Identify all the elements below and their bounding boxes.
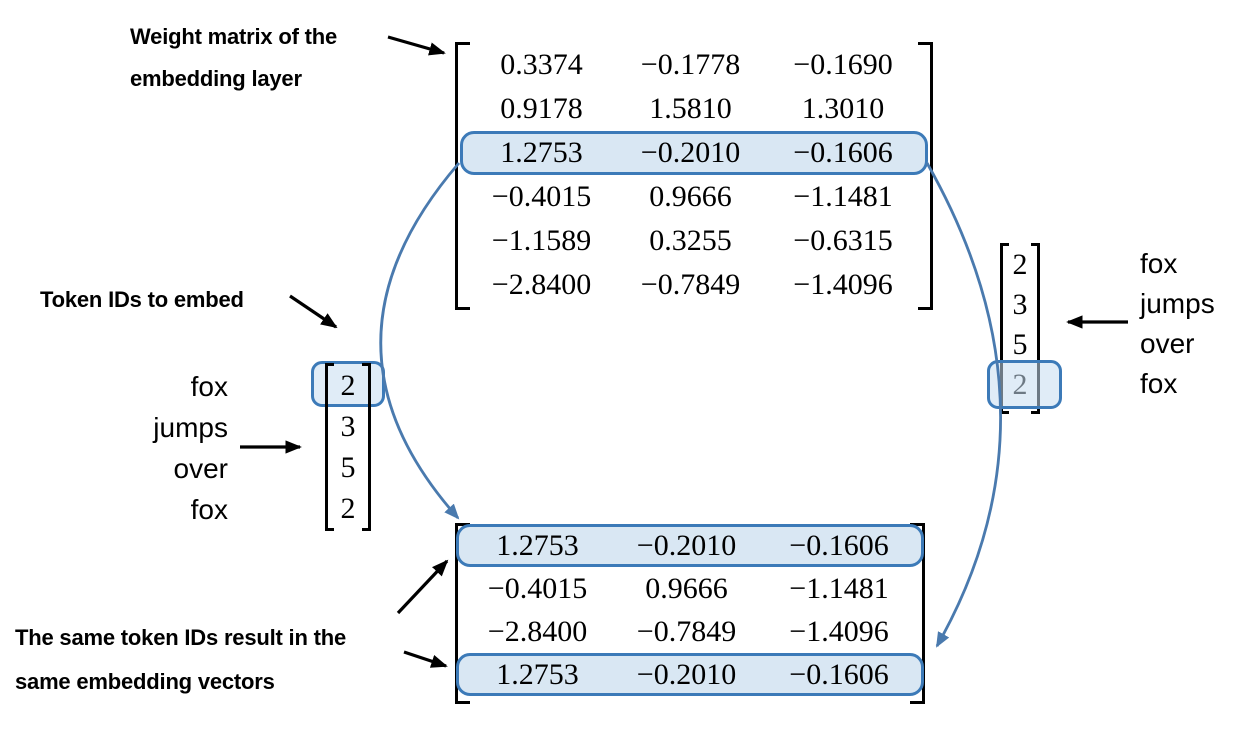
matrix-cell: −0.6315 (793, 224, 893, 257)
matrix-cell: −0.1606 (793, 136, 893, 169)
matrix-cell: 0.9666 (649, 180, 732, 213)
weight-matrix-row-1: 0.9178 1.5810 1.3010 (475, 87, 913, 131)
right-bracket (918, 42, 933, 310)
arrow-weight-label-icon (387, 35, 446, 56)
token-id-vector-left: 2 3 5 2 (325, 363, 371, 531)
token-id-highlight-right (987, 360, 1062, 409)
same-embedding-label: The same token IDs result in the same em… (15, 616, 346, 704)
weight-matrix-row-0: 0.3374 −0.1778 −0.1690 (475, 43, 913, 87)
matrix-cell: 1.2753 (496, 657, 579, 691)
token-word-left-3: fox (190, 494, 228, 525)
matrix-cell: 1.3010 (801, 92, 885, 125)
matrix-cell: −1.4096 (789, 614, 889, 648)
right-bracket (910, 523, 925, 704)
output-matrix-row-0: 1.2753 −0.2010 −0.1606 (456, 524, 924, 567)
token-words-right: fox jumps over fox (1140, 244, 1215, 404)
token-word-left-2: over (173, 453, 228, 484)
matrix-cell: −1.1481 (789, 571, 889, 605)
weight-matrix-row-4: −1.1589 0.3255 −0.6315 (475, 219, 913, 263)
matrix-cell: 0.9178 (500, 92, 583, 125)
same-embedding-label-line2: same embedding vectors (15, 669, 275, 694)
matrix-cell: −0.1606 (789, 528, 889, 562)
right-bracket (1031, 243, 1040, 414)
matrix-cell: −0.7849 (636, 614, 737, 648)
matrix-cell: 0.3255 (649, 224, 732, 257)
token-id-values-left: 2 3 5 2 (325, 365, 371, 529)
matrix-cell: −0.1690 (793, 48, 893, 81)
arrow-same-label-bottom-icon (403, 650, 448, 668)
weight-matrix-row-3: −0.4015 0.9666 −1.1481 (475, 175, 913, 219)
matrix-cell: 0.9666 (645, 571, 728, 605)
token-id-left-2: 5 (340, 450, 356, 484)
matrix-cell: −2.8400 (491, 268, 592, 301)
matrix-cell: 0.3374 (500, 48, 583, 81)
curve-token-to-output-left-icon (379, 162, 461, 520)
matrix-cell: −0.2010 (636, 528, 737, 562)
token-id-left-3: 2 (340, 491, 356, 525)
weight-matrix-label-line1: Weight matrix of the (130, 24, 338, 49)
weight-matrix-label-line2: embedding layer (130, 66, 302, 91)
right-bracket (362, 363, 371, 531)
token-word-right-0: fox (1140, 248, 1178, 279)
token-words-left: fox jumps over fox (90, 366, 228, 530)
matrix-cell: −0.2010 (640, 136, 741, 169)
output-matrix-row-1: −0.4015 0.9666 −1.1481 (471, 567, 909, 610)
token-word-right-3: fox (1140, 368, 1178, 399)
token-id-right-2: 5 (1012, 328, 1028, 361)
matrix-cell: −0.2010 (636, 657, 737, 691)
output-embedding-matrix: 1.2753 −0.2010 −0.1606 −0.4015 0.9666 −1.1481… (455, 523, 925, 704)
token-word-left-0: fox (190, 371, 228, 402)
same-embedding-label-line1: The same token IDs result in the (15, 625, 347, 650)
matrix-cell: −0.4015 (491, 180, 592, 213)
matrix-cell: −0.4015 (487, 571, 588, 605)
token-word-left-1: jumps (153, 412, 228, 443)
arrow-same-label-top-icon (396, 559, 449, 615)
matrix-cell: 1.2753 (496, 528, 579, 562)
left-bracket (455, 523, 470, 704)
matrix-cell: −1.1589 (491, 224, 592, 257)
matrix-cell: 1.2753 (500, 136, 583, 169)
matrix-cell: −1.4096 (793, 268, 893, 301)
left-bracket (325, 363, 334, 531)
arrow-token-ids-label-icon (289, 294, 338, 329)
matrix-cell: −1.1481 (793, 180, 893, 213)
matrix-cell: −0.1778 (640, 48, 741, 81)
matrix-cell: −0.7849 (640, 268, 741, 301)
token-id-left-1: 3 (340, 409, 356, 443)
token-word-right-2: over (1140, 328, 1195, 359)
weight-matrix: 0.3374 −0.1778 −0.1690 0.9178 1.5810 1.3010 1.… (455, 42, 933, 310)
weight-matrix-row-5: −2.8400 −0.7849 −1.4096 (475, 263, 913, 307)
matrix-cell: −2.8400 (487, 614, 588, 648)
token-id-right-1: 3 (1012, 288, 1028, 321)
token-ids-label-text: Token IDs to embed (40, 287, 244, 312)
output-matrix-row-3: 1.2753 −0.2010 −0.1606 (456, 653, 924, 696)
left-bracket (455, 42, 470, 310)
output-matrix-rows: 1.2753 −0.2010 −0.1606 −0.4015 0.9666 −1.1481… (456, 524, 924, 696)
matrix-cell: 1.5810 (649, 92, 732, 125)
output-matrix-row-2: −2.8400 −0.7849 −1.4096 (471, 610, 909, 653)
token-word-right-1: jumps (1140, 288, 1215, 319)
matrix-cell: −0.1606 (789, 657, 889, 691)
token-ids-label: Token IDs to embed (40, 279, 244, 321)
weight-matrix-label: Weight matrix of the embedding layer (130, 16, 337, 100)
weight-matrix-rows: 0.3374 −0.1778 −0.1690 0.9178 1.5810 1.3010 1.… (460, 43, 928, 307)
token-id-left-0: 2 (340, 368, 356, 402)
token-id-right-0: 2 (1012, 248, 1028, 281)
weight-matrix-row-2: 1.2753 −0.2010 −0.1606 (460, 131, 928, 175)
